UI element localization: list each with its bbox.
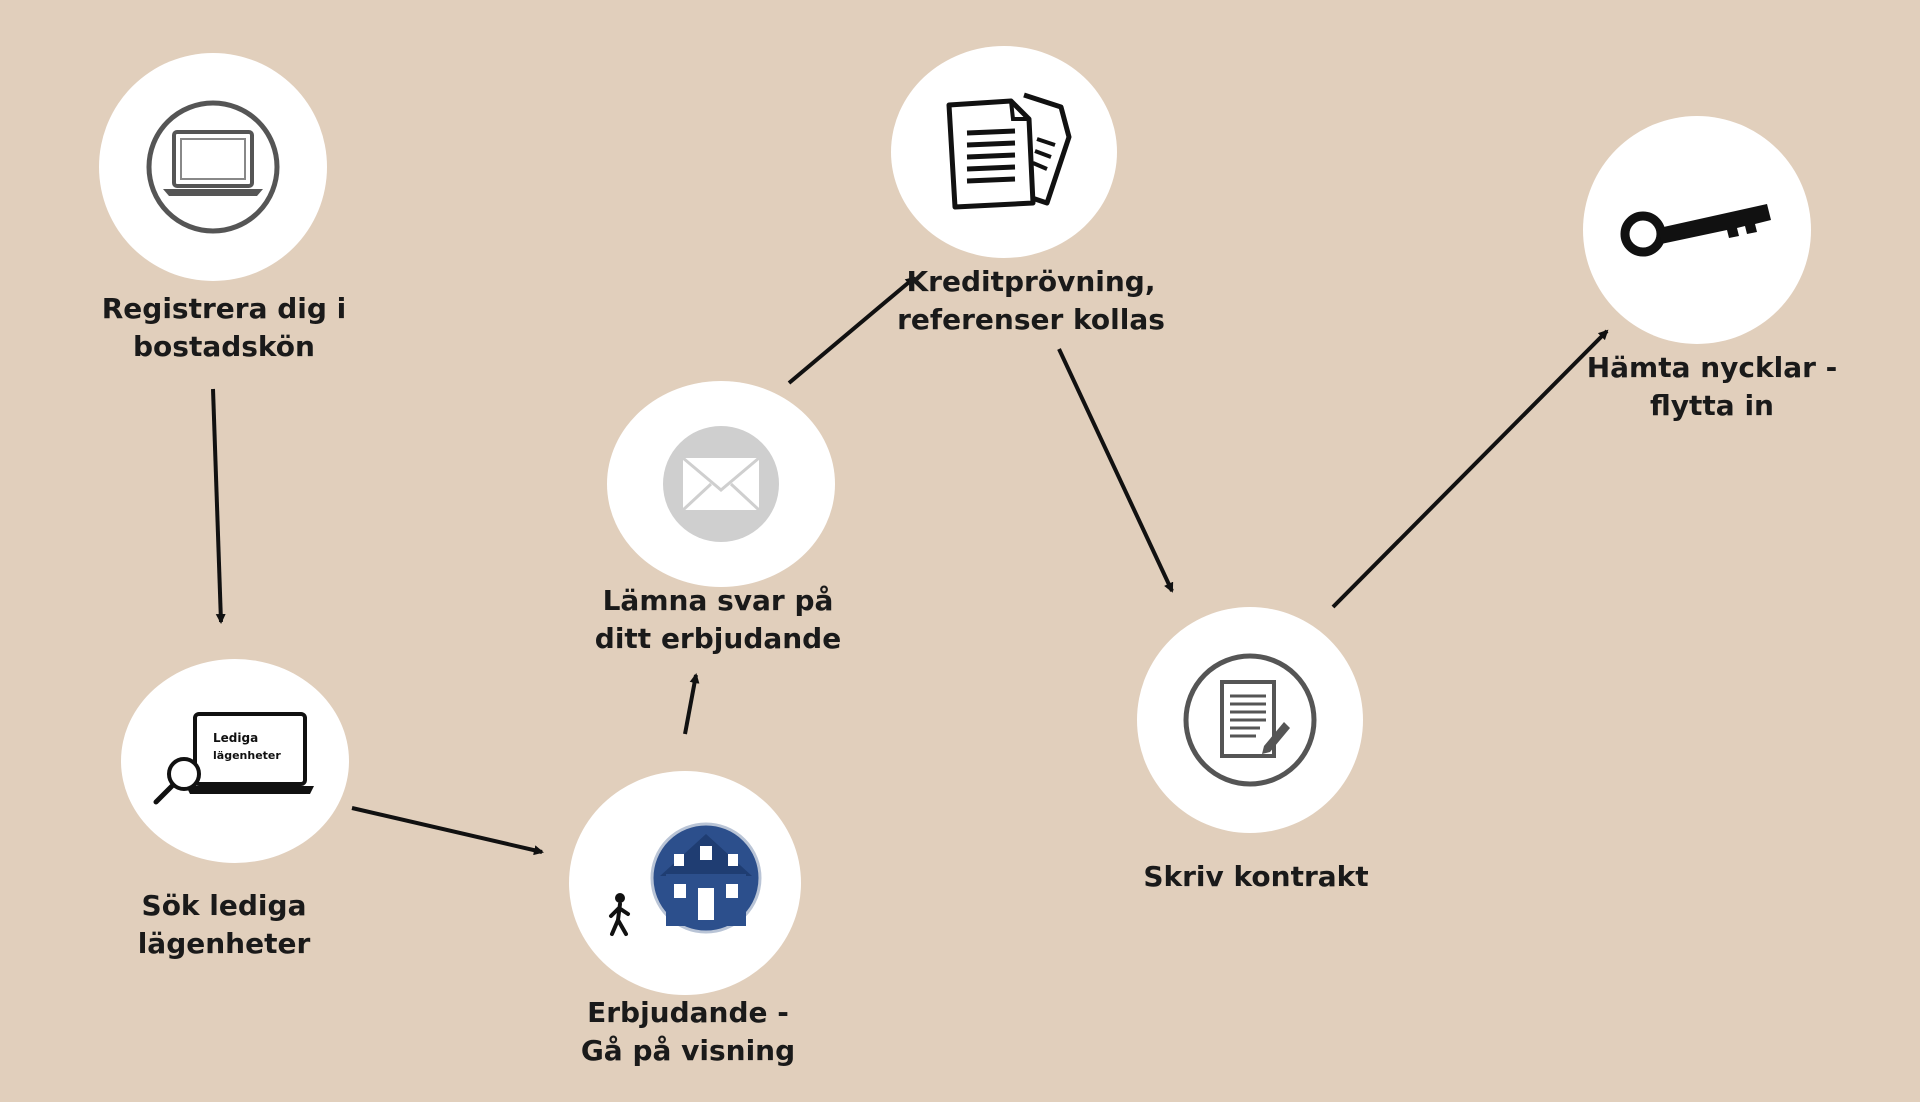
step-search-circle: Lediga lägenheter xyxy=(121,659,349,863)
key-icon xyxy=(1620,204,1771,257)
step-contract-label: Skriv kontrakt xyxy=(1143,860,1369,893)
arrow-reply-to-credit xyxy=(787,276,916,385)
step-credit-circle xyxy=(891,46,1117,258)
walking-person-icon xyxy=(609,893,630,936)
step-register-circle xyxy=(99,53,327,281)
arrow-offer-to-reply xyxy=(683,673,700,735)
step-offer-label: Erbjudande -Gå på visning xyxy=(580,996,796,1067)
step-reply-circle xyxy=(607,381,835,587)
step-contract-circle xyxy=(1137,607,1363,833)
screen-text-line-2: lägenheter xyxy=(213,749,281,762)
arrow-contract-to-keys xyxy=(1331,329,1609,609)
house-icon xyxy=(609,822,762,936)
arrow-search-to-offer xyxy=(351,806,544,856)
step-keys-label: Hämta nycklar -flytta in xyxy=(1586,351,1838,422)
screen-text-line-1: Lediga xyxy=(213,731,258,745)
arrow-credit-to-contract xyxy=(1057,348,1174,593)
step-keys-circle xyxy=(1583,116,1811,344)
envelope-icon xyxy=(663,426,779,542)
step-credit-label: Kreditprövning,referenser kollas xyxy=(897,265,1165,336)
laptop-icon xyxy=(146,100,280,234)
arrow-register-to-search xyxy=(211,388,226,624)
step-offer-circle xyxy=(569,771,801,995)
contract-icon xyxy=(1183,653,1317,787)
documents-icon xyxy=(946,92,1072,210)
laptop-search-icon: Lediga lägenheter xyxy=(153,712,314,805)
